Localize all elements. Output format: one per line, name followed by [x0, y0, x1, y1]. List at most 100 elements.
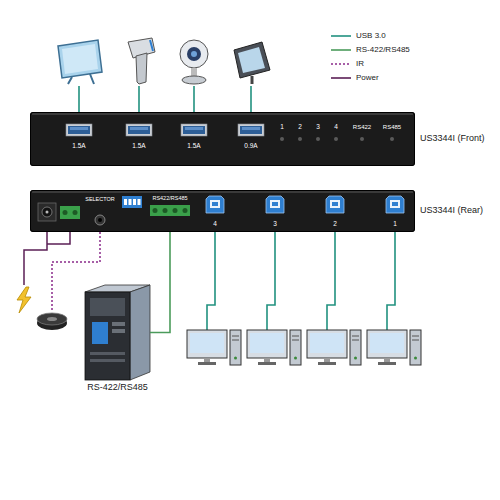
usb-wire [250, 86, 252, 112]
led [334, 137, 338, 141]
power-symbol [17, 287, 31, 313]
usb-wire [138, 86, 140, 112]
serial-terminal [153, 208, 158, 213]
selector-jack [95, 215, 105, 225]
current-rating: 1.5A [132, 143, 145, 150]
led-label: 2 [298, 124, 302, 131]
led-label: 4 [334, 124, 338, 131]
port-number: 4 [213, 221, 217, 228]
webcam-icon [191, 51, 197, 57]
panel-title: RS-422/RS485 [87, 383, 148, 393]
port-label: SELECTOR [85, 197, 115, 203]
led [280, 137, 284, 141]
display-icon [58, 40, 102, 78]
legend-sample [330, 46, 352, 54]
port-number: 1 [393, 221, 397, 228]
touchscreen-icon [234, 42, 270, 78]
port-number: 3 [273, 221, 277, 228]
panel-title: US3344I (Rear) [420, 206, 483, 216]
barcode-scanner-icon [128, 38, 155, 84]
usb-wire [193, 86, 195, 112]
serial-terminal [150, 205, 190, 216]
serial-device [130, 285, 150, 380]
power-jack [42, 207, 52, 217]
serial-device [90, 298, 125, 316]
computer-icon [187, 330, 241, 365]
legend-entry: RS-422/RS485 [330, 44, 410, 56]
current-rating: 0.9A [244, 143, 257, 150]
rear-panel-body [30, 190, 415, 232]
touchscreen-icon [238, 47, 265, 73]
serial-terminal [163, 208, 168, 213]
power-wire [47, 232, 70, 244]
usb-wire [78, 86, 80, 112]
usb-wire [327, 232, 335, 330]
front-panel-body [30, 112, 415, 166]
computer-icon [367, 330, 421, 365]
webcam-icon [180, 40, 208, 68]
power-terminal [73, 210, 78, 215]
serial-device [92, 322, 108, 344]
legend-text: USB 3.0 [356, 32, 386, 40]
legend-sample [330, 32, 352, 40]
led-label: 3 [316, 124, 320, 131]
usb-a-port [66, 124, 92, 136]
usb-wire [387, 232, 395, 330]
serial-device [90, 352, 125, 355]
dip-switch [133, 199, 136, 205]
rear-panel-body [30, 190, 415, 232]
led [360, 137, 364, 141]
usb-b-port [266, 196, 284, 213]
webcam-icon [182, 76, 206, 84]
legend-line [331, 35, 351, 37]
dip-switch [122, 196, 142, 208]
ir-selector-puck [37, 313, 67, 325]
usb-a-port [126, 124, 152, 136]
ir-selector-puck [47, 317, 57, 321]
legend-entry: IR [330, 58, 364, 70]
front-panel-body [30, 112, 415, 166]
dip-switch [122, 196, 142, 208]
barcode-scanner-icon [150, 40, 153, 51]
webcam-icon [187, 47, 201, 61]
power-jack [38, 203, 56, 221]
usb-a-port [238, 124, 264, 136]
led-label: 1 [280, 124, 284, 131]
usb-b-port [206, 196, 224, 213]
power-jack [38, 203, 56, 221]
serial-device [85, 285, 150, 380]
display-icon [68, 74, 94, 84]
display-icon [58, 40, 102, 84]
power-jack [46, 211, 49, 214]
ir-selector-puck [37, 313, 67, 330]
current-rating: 1.5A [72, 143, 85, 150]
touchscreen-icon [234, 42, 270, 84]
power-terminal [60, 206, 80, 219]
legend-sample [330, 60, 352, 68]
usb-wire [207, 232, 395, 330]
usb-a-port [181, 124, 207, 136]
dip-switch [129, 199, 132, 205]
led [390, 137, 394, 141]
legend-text: RS-422/RS485 [356, 46, 410, 54]
webcam-icon [180, 40, 208, 84]
legend-text: IR [356, 60, 364, 68]
webcam-icon [191, 68, 197, 76]
serial-terminal [173, 208, 178, 213]
legend-line [331, 77, 351, 79]
selector-jack [98, 218, 102, 222]
display-icon [62, 44, 98, 74]
led [316, 137, 320, 141]
legend-sample [330, 74, 352, 82]
serial-device [90, 359, 125, 362]
front-panel: US3344I (Front) [30, 112, 415, 166]
serial-device: RS-422/RS485 [85, 285, 150, 380]
led-label: RS422 [353, 124, 371, 130]
usb-wire [207, 232, 215, 330]
serial-cable [150, 232, 170, 333]
dip-switch [138, 199, 141, 205]
legend-line [331, 63, 351, 65]
serial-terminal [183, 208, 188, 213]
